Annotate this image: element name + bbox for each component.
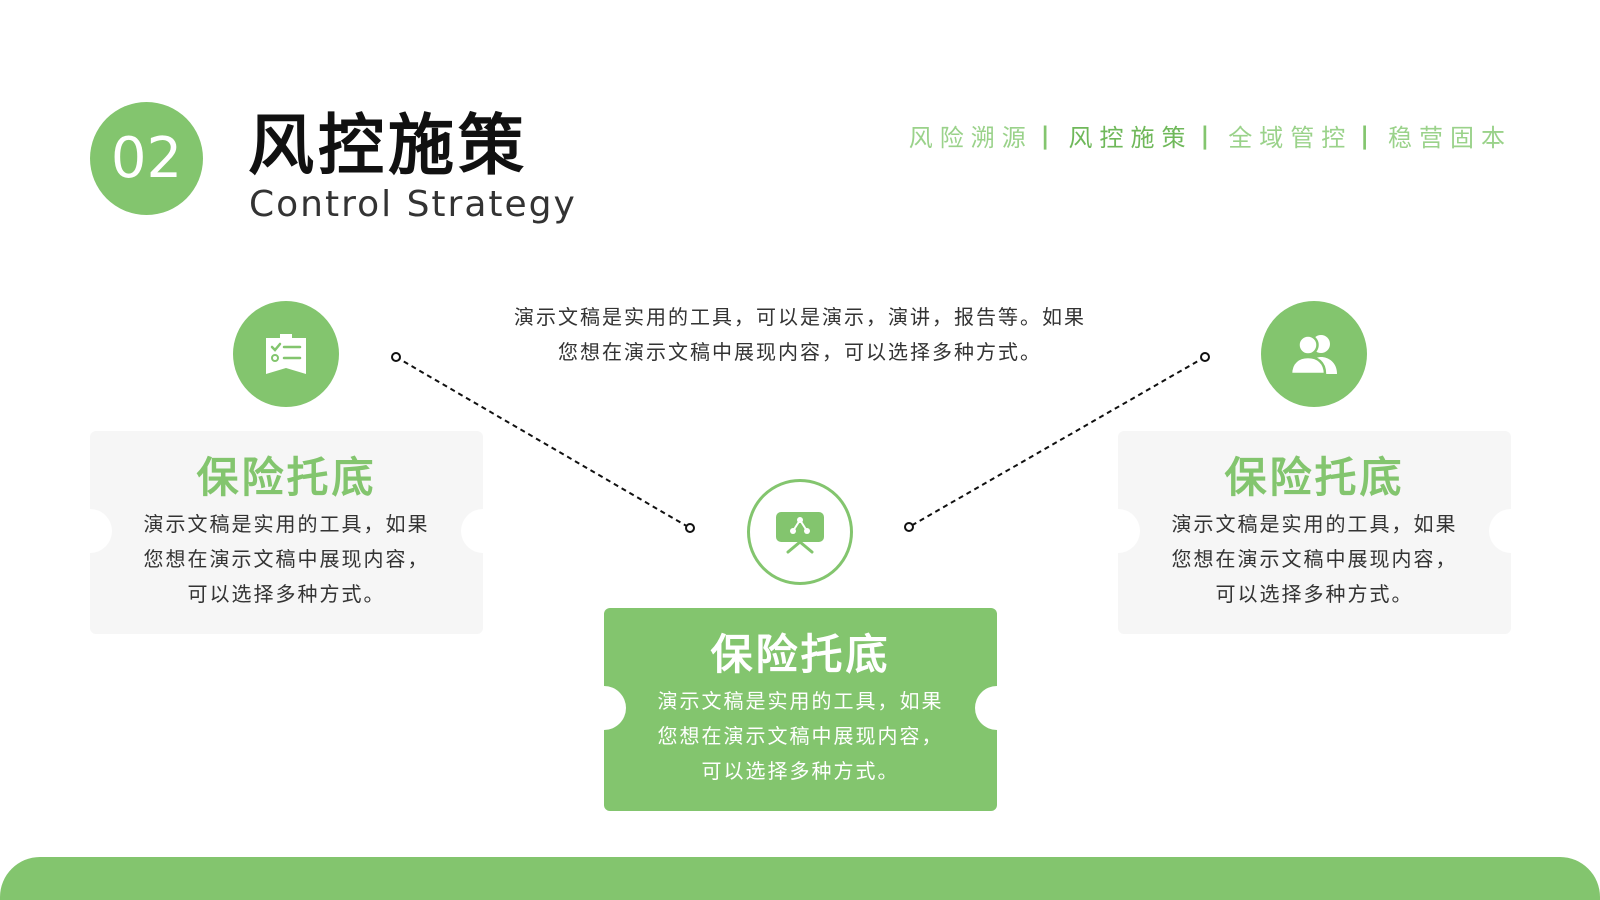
right-icon-circle — [1261, 301, 1367, 407]
card-notch — [975, 686, 1019, 730]
section-nav: 风险溯源 | 风控施策 | 全域管控 | 稳营固本 — [909, 118, 1512, 153]
page-title: 风控施策 — [248, 107, 528, 184]
card-notch — [1489, 509, 1533, 553]
connector-left — [395, 356, 691, 529]
card-right: 保险托底 演示文稿是实用的工具，如果 您想在演示文稿中展现内容， 可以选择多种方… — [1096, 431, 1533, 634]
nav-separator: | — [1360, 121, 1376, 150]
presentation-board-icon — [776, 512, 824, 554]
connector-dot — [1200, 352, 1210, 362]
nav-item-risk-trace[interactable]: 风险溯源 — [908, 124, 1033, 152]
intro-text: 演示文稿是实用的工具，可以是演示，演讲，报告等。如果 您想在演示文稿中展现内容，… — [490, 300, 1110, 370]
connector-dot — [904, 522, 914, 532]
nav-separator: | — [1200, 121, 1217, 150]
footer-bar — [0, 857, 1600, 900]
card-notch — [1096, 509, 1140, 553]
card-text: 演示文稿是实用的工具，如果 您想在演示文稿中展现内容， 可以选择多种方式。 — [90, 507, 483, 612]
card-line: 演示文稿是实用的工具，如果 — [657, 689, 944, 713]
card-title: 保险托底 — [710, 630, 891, 679]
center-icon-ring — [747, 479, 853, 585]
card-text: 演示文稿是实用的工具，如果 您想在演示文稿中展现内容， 可以选择多种方式。 — [1118, 507, 1511, 612]
nav-item-full-control[interactable]: 全域管控 — [1228, 124, 1353, 152]
section-number: 02 — [110, 126, 183, 191]
card-line: 演示文稿是实用的工具，如果 — [1171, 512, 1458, 536]
card-line: 演示文稿是实用的工具，如果 — [143, 512, 430, 536]
card-text: 演示文稿是实用的工具，如果 您想在演示文稿中展现内容， 可以选择多种方式。 — [604, 684, 997, 789]
card-title: 保险托底 — [196, 453, 377, 502]
checklist-icon — [266, 334, 306, 374]
nav-item-stable-operation[interactable]: 稳营固本 — [1388, 124, 1512, 152]
card-title: 保险托底 — [1224, 453, 1405, 502]
card-line: 可以选择多种方式。 — [187, 582, 386, 606]
card-notch — [68, 509, 112, 553]
card-notch — [582, 686, 626, 730]
connector-dot — [685, 523, 695, 533]
users-icon — [1289, 334, 1337, 376]
card-line: 可以选择多种方式。 — [1215, 582, 1414, 606]
left-icon-circle — [233, 301, 339, 407]
connector-dot — [391, 352, 401, 362]
card-left: 保险托底 演示文稿是实用的工具，如果 您想在演示文稿中展现内容， 可以选择多种方… — [68, 431, 505, 634]
page-subtitle: Control Strategy — [249, 184, 577, 225]
nav-item-control-strategy[interactable]: 风控施策 — [1068, 124, 1193, 152]
section-number-badge: 02 — [90, 102, 203, 215]
nav-separator: | — [1040, 121, 1057, 150]
card-line: 您想在演示文稿中展现内容， — [1171, 547, 1458, 571]
intro-line-2: 您想在演示文稿中展现内容，可以选择多种方式。 — [558, 340, 1042, 364]
card-notch — [461, 509, 505, 553]
card-line: 您想在演示文稿中展现内容， — [143, 547, 430, 571]
card-line: 可以选择多种方式。 — [701, 759, 900, 783]
card-center: 保险托底 演示文稿是实用的工具，如果 您想在演示文稿中展现内容， 可以选择多种方… — [582, 608, 1019, 811]
card-line: 您想在演示文稿中展现内容， — [657, 724, 944, 748]
intro-line-1: 演示文稿是实用的工具，可以是演示，演讲，报告等。如果 — [514, 305, 1086, 329]
connector-right — [908, 356, 1206, 528]
